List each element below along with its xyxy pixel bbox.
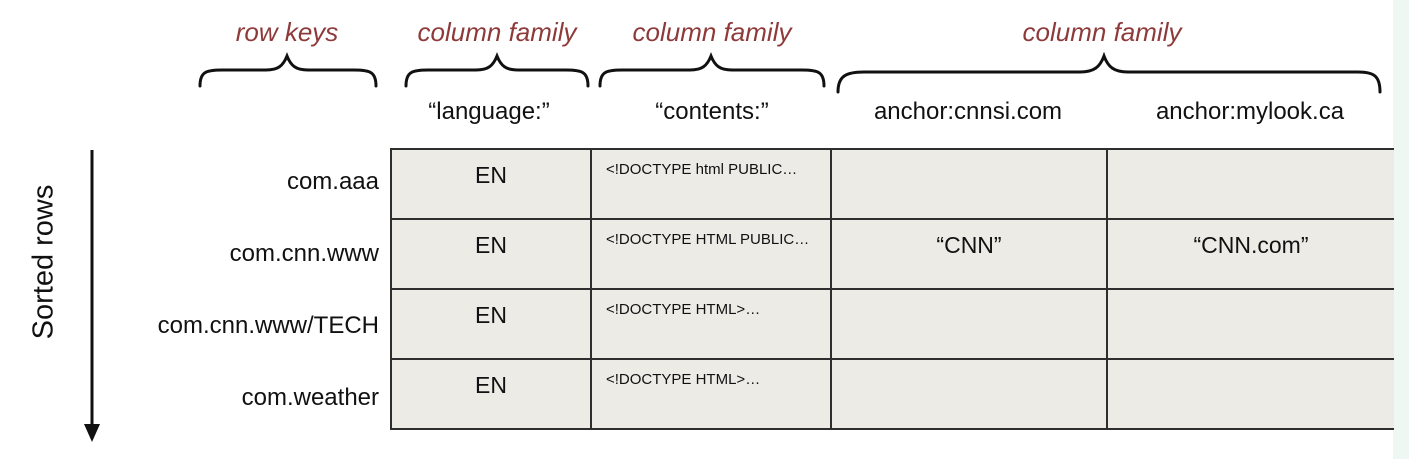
cell-language: EN bbox=[390, 358, 592, 430]
column-header-contents: “contents:” bbox=[655, 98, 769, 125]
cell-anchor-cnnsi bbox=[830, 288, 1108, 360]
row-key: com.weather bbox=[241, 384, 379, 411]
cell-contents: <!DOCTYPE HTML>… bbox=[590, 358, 832, 430]
column-header-language: “language:” bbox=[428, 98, 550, 125]
cell-anchor-mylook bbox=[1106, 358, 1394, 430]
cell-language: EN bbox=[390, 288, 592, 360]
row-key: com.cnn.www/TECH bbox=[157, 312, 379, 339]
cell-anchor-cnnsi bbox=[830, 358, 1108, 430]
cell-anchor-cnnsi: “CNN” bbox=[830, 218, 1108, 290]
sorted-rows-arrow bbox=[84, 150, 100, 442]
column-family-label-1: column family bbox=[417, 17, 577, 47]
table-row: EN <!DOCTYPE HTML PUBLIC… “CNN” “CNN.com… bbox=[390, 218, 1394, 290]
cell-language: EN bbox=[390, 218, 592, 290]
anchor-brace bbox=[836, 51, 1382, 94]
cell-language: EN bbox=[390, 148, 592, 220]
cell-anchor-cnnsi bbox=[830, 148, 1108, 220]
bigtable-grid: EN <!DOCTYPE html PUBLIC… EN <!DOCTYPE H… bbox=[390, 148, 1394, 430]
row-keys-label: row keys bbox=[235, 17, 339, 47]
table-row: EN <!DOCTYPE HTML>… bbox=[390, 288, 1394, 360]
row-keys-brace bbox=[198, 51, 378, 88]
column-header-anchor-cnnsi: anchor:cnnsi.com bbox=[873, 98, 1063, 125]
table-row: EN <!DOCTYPE html PUBLIC… bbox=[390, 148, 1394, 220]
cell-anchor-mylook bbox=[1106, 148, 1394, 220]
cell-contents: <!DOCTYPE HTML>… bbox=[590, 288, 832, 360]
column-header-anchor-mylook: anchor:mylook.ca bbox=[1155, 98, 1345, 125]
cell-contents: <!DOCTYPE html PUBLIC… bbox=[590, 148, 832, 220]
row-key: com.cnn.www bbox=[229, 240, 379, 267]
language-brace bbox=[404, 51, 590, 88]
sorted-rows-label: Sorted rows bbox=[27, 184, 60, 340]
cell-anchor-mylook bbox=[1106, 288, 1394, 360]
side-strip bbox=[1393, 0, 1409, 459]
row-key: com.aaa bbox=[286, 168, 379, 195]
column-family-label-2: column family bbox=[632, 17, 792, 47]
contents-brace bbox=[598, 51, 826, 88]
table-row: EN <!DOCTYPE HTML>… bbox=[390, 358, 1394, 430]
column-family-label-3: column family bbox=[1022, 17, 1182, 47]
cell-anchor-mylook: “CNN.com” bbox=[1106, 218, 1394, 290]
cell-contents: <!DOCTYPE HTML PUBLIC… bbox=[590, 218, 832, 290]
